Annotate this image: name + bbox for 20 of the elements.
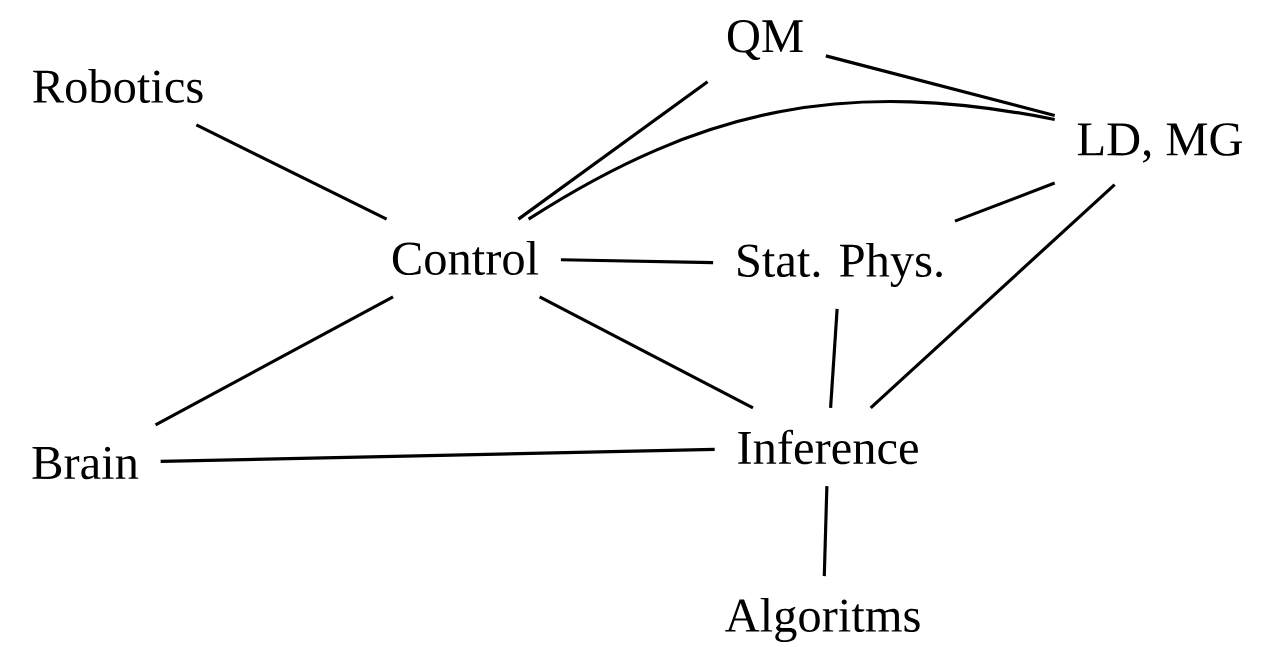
node-label: Robotics [33, 68, 203, 104]
connector-line [160, 447, 715, 463]
connector-line [154, 295, 394, 427]
connector-line [560, 258, 714, 265]
connector-line [829, 308, 839, 408]
node-label: Algoritms [725, 597, 920, 643]
connector-line [822, 486, 829, 577]
connector-line [869, 183, 1116, 410]
node-label: LD, MG [1077, 123, 1243, 163]
connector-line [527, 100, 1055, 221]
connector-line [825, 54, 1056, 118]
node-label: QM [727, 20, 803, 60]
node-label: Control [392, 240, 539, 276]
node-label: Inference [738, 429, 918, 465]
connector-line [954, 181, 1056, 223]
connector-line [538, 295, 754, 410]
node-label: Brain [32, 446, 139, 480]
node-label: Stat. Phys. [738, 242, 942, 288]
connector-line [517, 80, 709, 221]
connector-line [195, 123, 388, 221]
